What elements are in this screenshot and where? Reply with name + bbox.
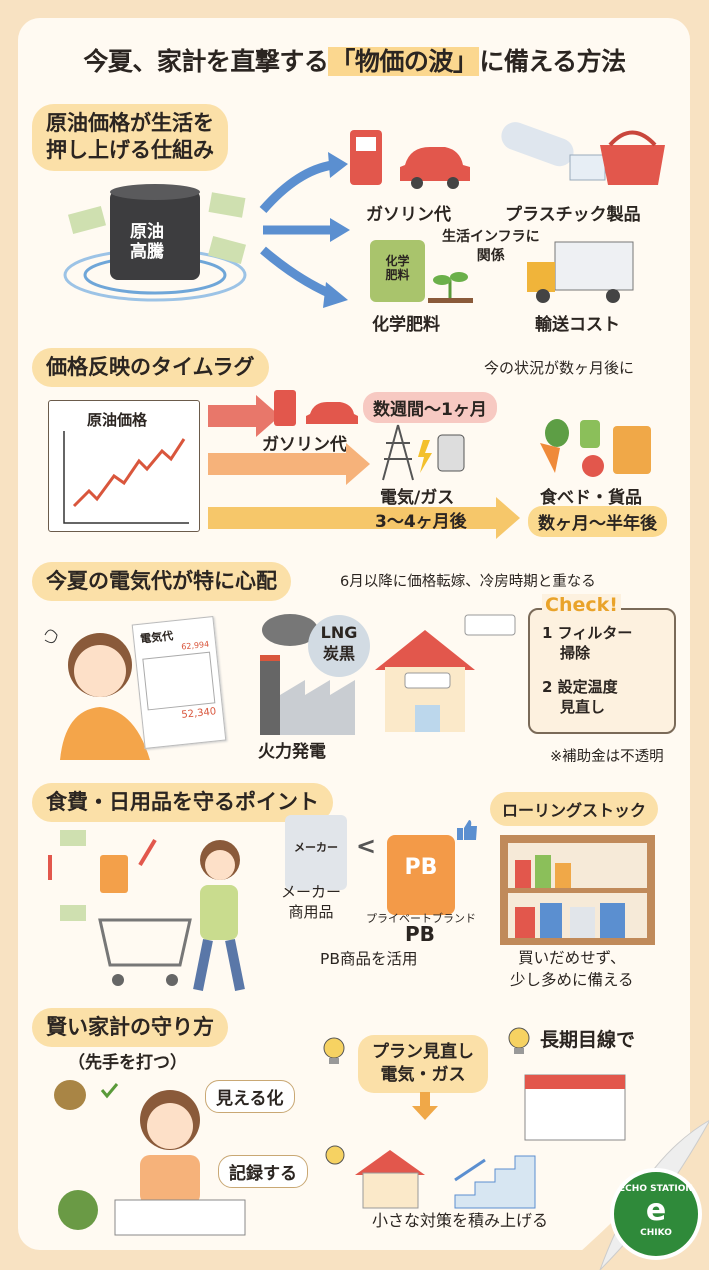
- shopping-woman-cart-icon: [48, 830, 245, 991]
- timelag-gasoline: ガソリン代: [262, 435, 347, 455]
- pantry-shelf-icon: [500, 835, 655, 945]
- rising-line-icon: [63, 431, 189, 524]
- item-transport: 輸送コスト: [535, 315, 620, 335]
- check-item-temperature: 2 設定温度見直し: [542, 678, 618, 716]
- down-arrow-icon: [412, 1092, 438, 1120]
- thumbs-up-icon: [457, 820, 477, 840]
- check-title: Check!: [542, 594, 621, 616]
- section-subheading: （先手を打つ）: [68, 1053, 187, 1073]
- subsidy-note: ※補助金は不透明: [550, 749, 664, 765]
- house-aircon-icon: [375, 614, 516, 732]
- section-heading-mechanism: 原油価格が生活を押し上げる仕組み: [32, 104, 228, 171]
- food-goods-icon: [540, 419, 651, 477]
- logo-mark: e: [645, 1193, 667, 1228]
- arrow-energy: [208, 443, 370, 485]
- item-fertilizer: 化学肥料: [372, 315, 440, 335]
- center-label: 生活インフラに関係: [442, 229, 540, 264]
- rolling-stock-tag: ローリングストック: [490, 792, 659, 826]
- plastic-products-icon: [501, 122, 665, 185]
- sprout-icon: [428, 272, 473, 303]
- gasoline-lag: 数週間〜1ヶ月: [363, 392, 497, 423]
- gas-pump-car-icon: [350, 130, 470, 189]
- rolling-stock-note: 買いだめせず、少し多めに備える: [510, 949, 634, 989]
- plan-review-tag: プラン見直し電気・ガス: [358, 1035, 488, 1093]
- section-heading-electricity: 今夏の電気代が特に心配: [32, 562, 291, 602]
- oil-barrel-icon: [63, 184, 247, 302]
- steps-label: 小さな対策を積み上げる: [372, 1211, 549, 1230]
- pb-label: PB: [405, 922, 435, 946]
- electricity-note: 6月以降に価格転嫁、冷房時期と重なる: [340, 574, 596, 590]
- maker-bag-icon: メーカー: [285, 815, 347, 890]
- fertilizer-bag-icon: 化学肥料: [370, 240, 425, 302]
- section-heading-timelag: 価格反映のタイムラグ: [32, 348, 269, 388]
- check-box: Check! 1 フィルター掃除 2 設定温度見直し: [528, 594, 676, 734]
- truck-icon: [527, 241, 634, 303]
- calendar-icon: [524, 1074, 626, 1141]
- lightbulb-icon: [323, 1037, 345, 1064]
- arrow-gasoline: [208, 395, 280, 437]
- pb-use-label: PB商品を活用: [320, 950, 418, 968]
- bill-table: [142, 651, 216, 711]
- long-term-label: 長期目線で: [540, 1029, 636, 1051]
- energy-lag: 3〜4ヶ月後: [375, 512, 467, 532]
- electricity-bill: 電気代 62,994 52,340: [131, 616, 227, 749]
- blue-arrows-icon: [259, 152, 350, 308]
- thermal-power-label: 火力発電: [258, 742, 326, 762]
- power-tower-meter-icon: [382, 424, 465, 481]
- gas-car-icon: [274, 390, 358, 426]
- check-item-filter: 1 フィルター掃除: [542, 624, 633, 662]
- pb-bag-icon: PB: [387, 835, 455, 915]
- logo-top-text: ECHO STATION: [619, 1184, 693, 1194]
- power-plant-icon: [260, 614, 355, 735]
- smiling-woman-notebook-icon: [54, 1080, 246, 1236]
- food-lag: 数ヶ月〜半年後: [528, 506, 667, 537]
- visualize-tag: 見える化: [205, 1080, 295, 1113]
- item-plastic: プラスチック製品: [505, 205, 641, 225]
- house-steps-icon: [325, 1145, 536, 1209]
- timelag-energy: 電気/ガス: [380, 488, 455, 508]
- logo-bottom-text: CHIKO: [640, 1228, 672, 1238]
- maker-label: メーカー商用品: [281, 883, 342, 921]
- oil-price-chart: 原油価格: [48, 400, 200, 532]
- chart-label: 原油価格: [87, 411, 148, 429]
- barrel-label: 原油高騰: [130, 222, 164, 263]
- timelag-food: 食べド・貨品: [540, 488, 642, 508]
- worried-woman-icon: [44, 629, 150, 760]
- lightbulb-icon-2: [508, 1027, 530, 1054]
- pb-brand-label: プライベートブランド: [366, 912, 476, 925]
- section-heading-household: 賢い家計の守り方: [32, 1008, 228, 1048]
- page-title: 今夏、家計を直撃する「物価の波」に備える方法: [83, 47, 626, 76]
- echo-station-logo: ECHO STATION e CHIKO: [610, 1168, 702, 1260]
- timelag-note: 今の状況が数ヶ月後に: [484, 359, 635, 377]
- record-tag: 記録する: [218, 1155, 308, 1188]
- item-gasoline: ガソリン代: [366, 205, 451, 225]
- compare-symbol: <: [356, 832, 377, 860]
- section-heading-food: 食費・日用品を守るポイント: [32, 783, 333, 823]
- arrow-food: [208, 497, 520, 539]
